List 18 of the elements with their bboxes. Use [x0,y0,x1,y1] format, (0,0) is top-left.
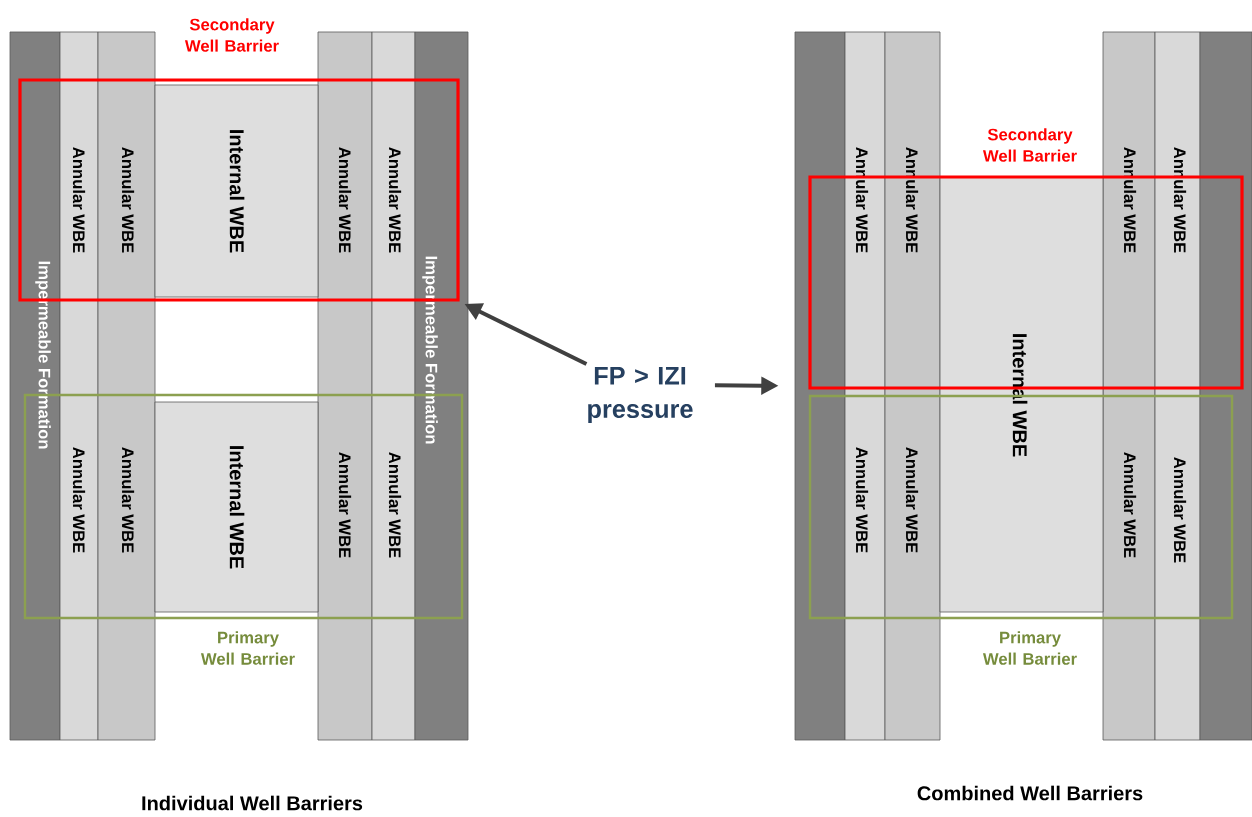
formation-column: Impermeable Formation [414,31,469,741]
annular-column: Annular WBE Annular WBE [97,31,156,741]
annular-column: Annular WBE Annular WBE [371,31,416,741]
caption: Combined Well Barriers [917,785,1143,801]
annular-column: Annular WBE Annular WBE [317,31,373,741]
annular-column: Annular WBE Annular WBE [59,31,99,741]
formation-column: Impermeable Formation [9,31,61,741]
internal-barrier-block: Internal WBE [154,401,319,613]
internal-barrier-block: Internal WBE [154,84,319,298]
barrier-label: Primary Well Barrier [982,631,1077,665]
barrier-label: Primary Well Barrier [200,631,295,665]
internal-barrier-block: Internal WBE [939,176,1104,613]
barrier-label: Secondary Well Barrier [982,128,1077,162]
caption: Individual Well Barriers [142,795,363,811]
casing-wall [1199,31,1252,741]
barrier-label: Secondary Well Barrier [184,18,279,52]
casing-wall [794,31,846,741]
pressure-label: FP > IZI pressure [588,367,693,423]
